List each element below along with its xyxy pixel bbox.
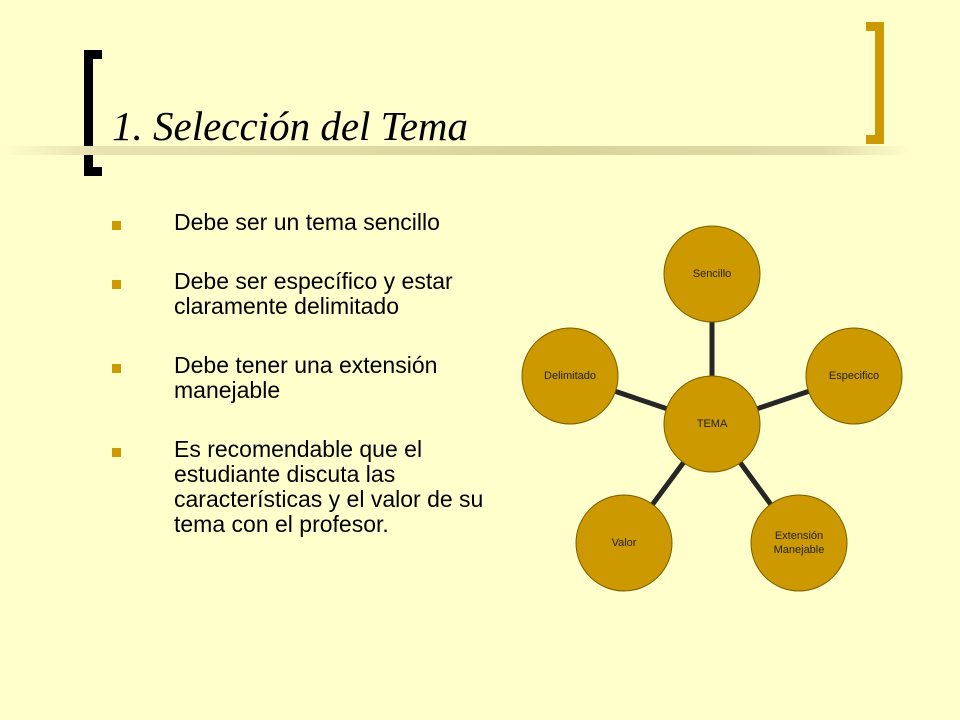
- bullet-text: Debe ser un tema sencillo: [174, 209, 440, 235]
- connector-line-delimitado: [614, 389, 668, 411]
- node-label-line: Especifico: [829, 370, 879, 382]
- left-bracket-decoration: [84, 50, 102, 176]
- node-especifico: [805, 327, 903, 425]
- node-sencillo: [663, 225, 761, 323]
- node-label-line: Delimitado: [544, 370, 596, 382]
- bullet-item: Es recomendable que el estudiante discut…: [112, 437, 502, 537]
- connector-line-extension: [738, 461, 773, 506]
- node-label-valor: Valor: [612, 537, 637, 549]
- node-valor: [575, 494, 673, 592]
- node-label-sencillo: Sencillo: [693, 268, 732, 280]
- bullet-list: Debe ser un tema sencillo Debe ser espec…: [112, 210, 502, 571]
- node-label-line: Manejable: [774, 544, 825, 556]
- square-bullet-icon: [112, 280, 121, 289]
- node-label-delimitado: Delimitado: [544, 370, 596, 382]
- connector-group: [614, 322, 810, 506]
- slide-title: 1. Selección del Tema: [112, 103, 469, 149]
- bullet-item: Debe tener una extensión manejable: [112, 353, 502, 403]
- node-extension: [750, 494, 848, 592]
- node-label-especifico: Especifico: [829, 370, 879, 382]
- bullet-item: Debe ser específico y estar claramente d…: [112, 269, 502, 319]
- square-bullet-icon: [112, 364, 121, 373]
- bullet-text: Debe ser específico y estar claramente d…: [174, 268, 453, 319]
- title-underline-bar: [0, 146, 912, 155]
- bullet-text: Debe tener una extensión manejable: [174, 352, 438, 403]
- node-delimitado: [521, 327, 619, 425]
- connector-line-valor: [650, 461, 686, 506]
- right-bracket-decoration: [866, 22, 884, 144]
- center-node: [663, 375, 761, 473]
- node-label-line: Sencillo: [693, 268, 732, 280]
- center-node-label: TEMA: [697, 418, 728, 430]
- square-bullet-icon: [112, 448, 121, 457]
- node-label-line: Extensión: [775, 530, 823, 542]
- connector-line-especifico: [756, 389, 810, 411]
- square-bullet-icon: [112, 221, 121, 230]
- node-label-line: Valor: [612, 537, 637, 549]
- bullet-item: Debe ser un tema sencillo: [112, 210, 502, 235]
- bullet-text: Es recomendable que el estudiante discut…: [174, 436, 484, 537]
